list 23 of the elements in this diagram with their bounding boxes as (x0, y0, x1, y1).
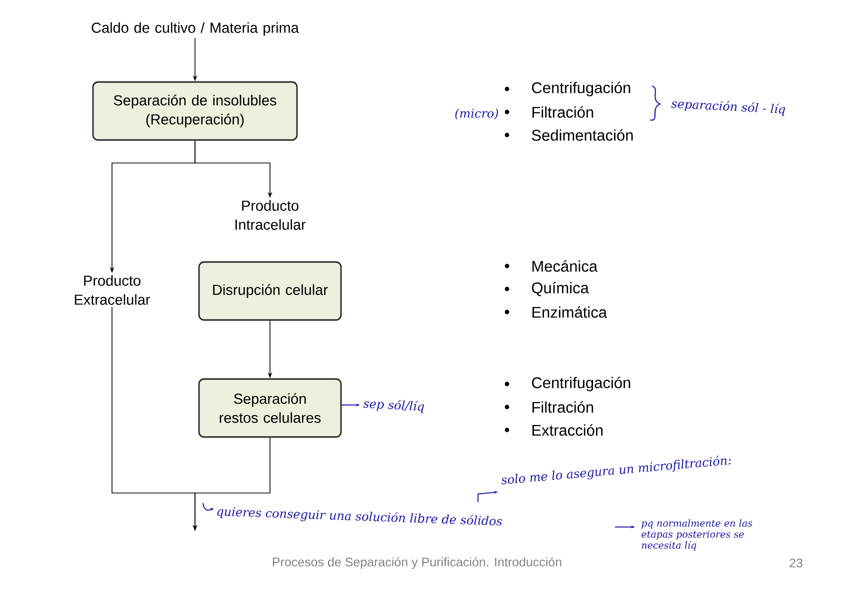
flow-text: Producto Intracelular (235, 200, 306, 230)
process-box: Disrupción celular (198, 261, 342, 321)
bullet-item: Sedimentación (532, 129, 633, 141)
bullet-item: Mecánica (532, 260, 598, 272)
flow-text: Producto Extracelular (74, 275, 150, 305)
footer-text: 23 (790, 558, 802, 568)
handwritten-note: sep sól/líq (363, 400, 424, 414)
handwritten-note: pq normalmente en las etapas posteriores se necesita líq (642, 519, 752, 551)
handwritten-note: solo me lo asegura un microfiltración: (502, 456, 731, 484)
handwritten-note: quieres conseguir una solución libre de sólidos (217, 507, 502, 526)
footer-text: Procesos de Separación y Purificación. Introducción (272, 557, 562, 569)
handwritten-note: separación sól - líq (671, 101, 786, 116)
flow-text: Caldo de cultivo / Materia prima (92, 22, 299, 36)
process-box: Separación restos celulares (198, 378, 342, 438)
bullet-item: Filtración (532, 106, 594, 118)
process-box: Separación de insolubles (Recuperación) (92, 81, 298, 141)
bullet-item: Centrifugación (532, 376, 630, 392)
bullet-item: Enzimática (532, 306, 607, 318)
handwritten-note: (micro) (455, 108, 498, 120)
bullet-item: Filtración (532, 401, 594, 413)
bullet-item: Química (532, 282, 589, 296)
bullet-item: Extracción (532, 424, 603, 436)
bullet-item: Centrifugación (532, 82, 630, 96)
